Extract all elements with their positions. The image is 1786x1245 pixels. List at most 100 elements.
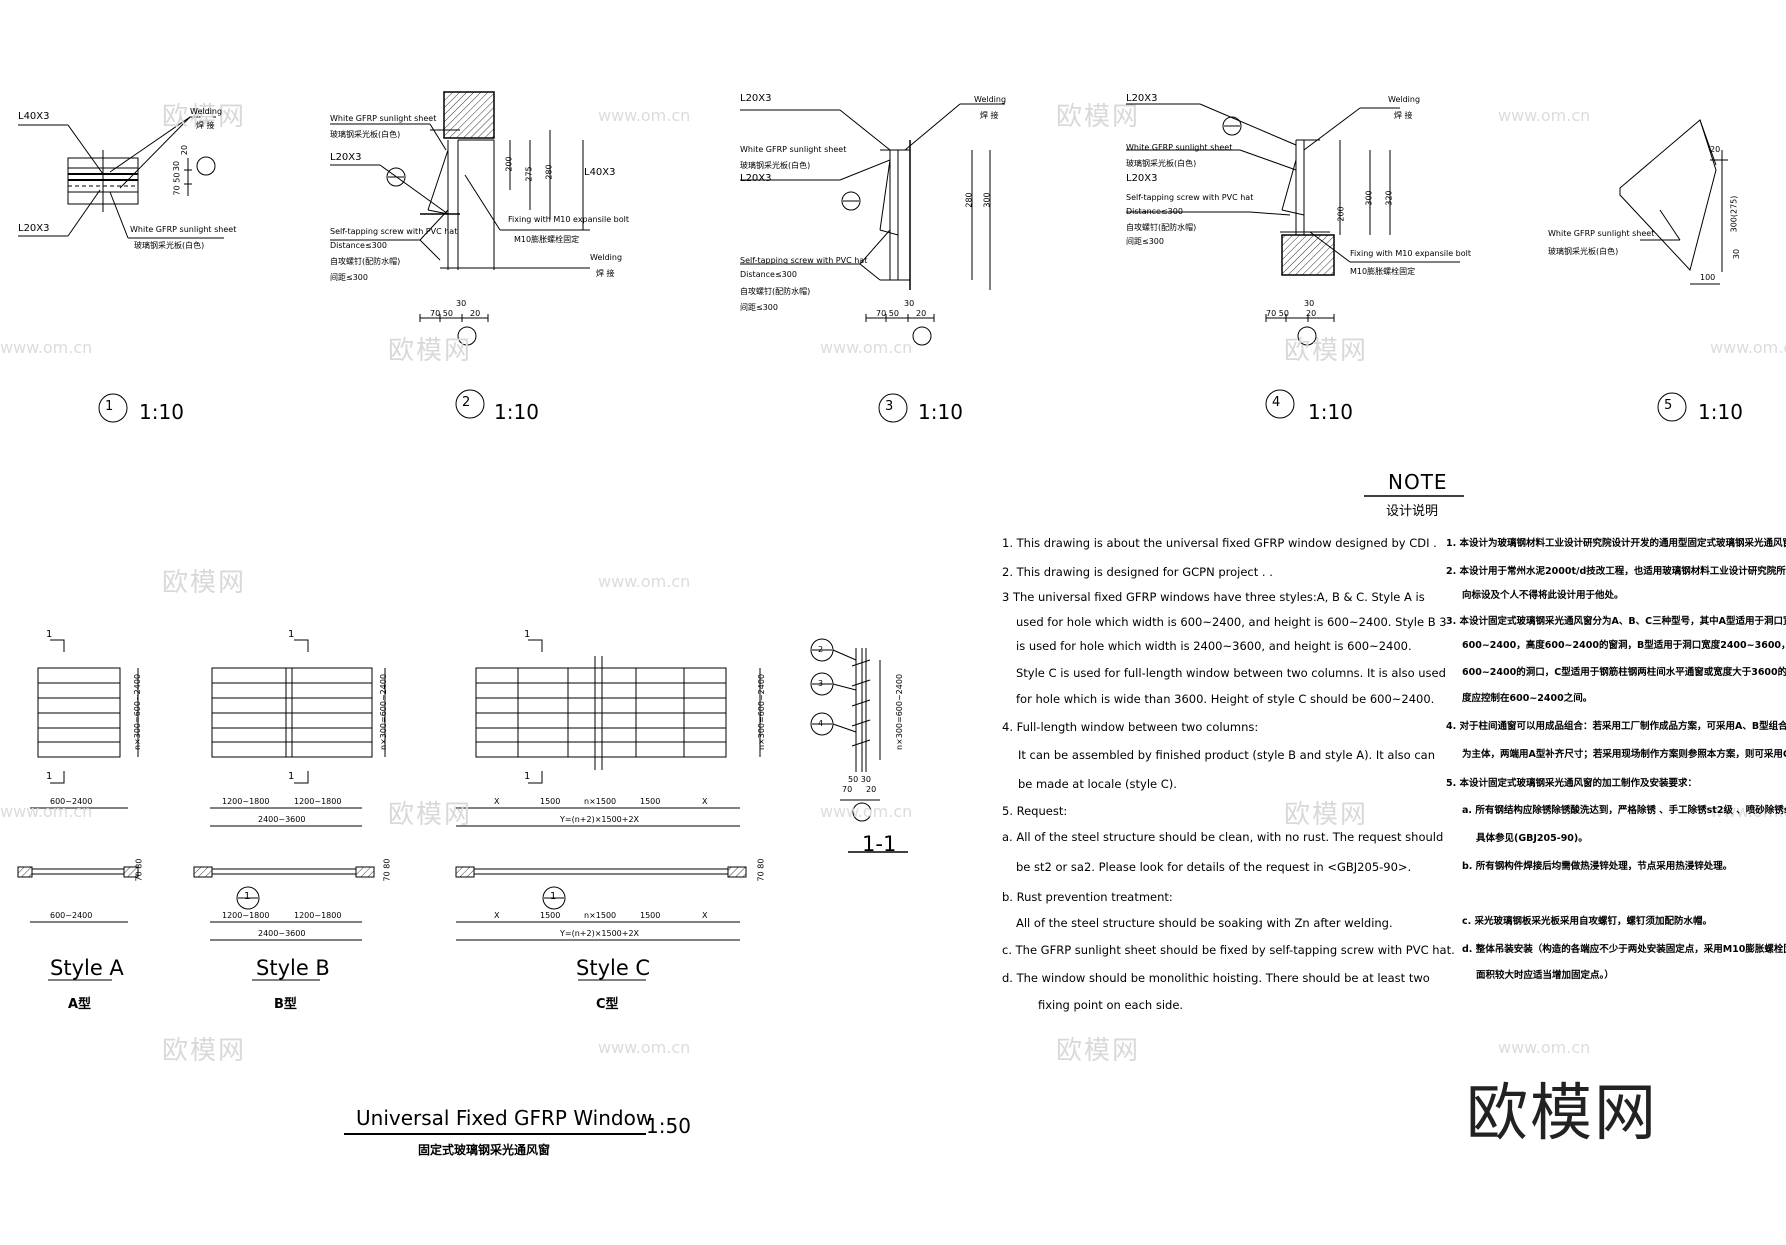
label-distance-cn: 间距≤300 [330,273,368,282]
watermark-brand: 欧模网 [1284,800,1369,830]
label-bolt-cn: M10膨胀螺栓固定 [514,235,580,244]
style-c-title: Style C [576,956,651,980]
label-distance-cn: 间距≤300 [1126,237,1164,246]
label-distance-cn: 间距≤300 [740,303,778,312]
label-bolt-cn: M10膨胀螺栓固定 [1350,267,1416,276]
style-b-title-cn: B型 [274,997,297,1012]
section-cut-mark: 1 [46,629,53,640]
dim-width: 600~2400 [50,797,93,806]
note-cn-line: 4. 对于柱间通窗可以用成品组合：若采用工厂制作成品方案，可采用A、B型组合，以… [1446,721,1786,732]
watermark-url: www.om.cn [820,338,913,357]
label-sheet: White GFRP sunlight sheet [1548,229,1655,238]
section-cut-mark: 1 [524,629,531,640]
label-screw: Self-tapping screw with PVC hat [1126,193,1254,202]
dim-v: 300 [1364,190,1374,206]
detail-1-scale: 1:10 [139,400,184,424]
detail-4-drawing [1126,103,1460,419]
dim-v: 70 50 [172,172,182,196]
label-distance: Distance≤300 [740,270,797,279]
watermark-brand: 欧模网 [162,568,247,598]
label-screw-cn: 自攻螺钉(配防水帽) [1126,223,1197,232]
section-cut-mark: 1 [288,629,295,640]
watermark-url: www.om.cn [0,802,93,821]
note-en-line: 2. This drawing is designed for GCPN pro… [1002,565,1273,579]
section-1-1-title: 1-1 [862,832,897,856]
note-cn-line: 向标设及个人不得将此设计用于他处。 [1462,590,1624,601]
label-sheet-cn: 玻璃钢采光板(白色) [330,130,401,139]
watermark-url: www.om.cn [1498,106,1591,125]
main-title: Universal Fixed GFRP Window [356,1106,653,1130]
label-welding: Welding [190,107,223,116]
watermark-url: www.om.cn [598,106,691,125]
section-cut-mark: 1 [550,891,557,902]
note-cn-line: 3. 本设计固定式玻璃钢采光通风窗分为A、B、C三种型号，其中A型适用于洞口宽度 [1446,616,1786,627]
watermark-brand: 欧模网 [1284,336,1369,366]
watermark-brand: 欧模网 [1056,102,1141,132]
note-en-line: be made at locale (style C). [1018,777,1177,791]
section-cut-mark: 1 [524,771,531,782]
watermark-url: www.om.cn [598,572,691,591]
dim-1500: 1500 [640,797,661,806]
label-sheet: White GFRP sunlight sheet [130,225,237,234]
dim-v: 200 [504,156,514,172]
label-angle-2: L20X3 [740,173,772,184]
dim-section: 70 80 [134,858,144,882]
label-angle-2: L20X3 [1126,173,1158,184]
label-bolt: Fixing with M10 expansile bolt [508,215,630,224]
watermark-url: www.om.cn [0,338,93,357]
note-en-line: All of the steel structure should be soa… [1016,916,1393,930]
style-c-drawing [455,639,761,981]
dim: 20 [1710,145,1721,154]
label-distance: Distance≤300 [330,241,387,250]
label-welding-cn: 焊 接 [196,121,215,130]
note-cn-line: d. 整体吊装安装（构造的各端应不少于两处安装固定点，采用M10膨胀螺栓固定，当… [1462,944,1786,955]
detail-4-number: 4 [1272,395,1281,410]
main-title-cn: 固定式玻璃钢采光通风窗 [418,1143,551,1157]
note-cn-line: 具体参见(GBJ205-90)。 [1476,833,1588,844]
note-en-line: is used for hole which width is 2400~360… [1016,639,1412,653]
note-en-line: used for hole which width is 600~2400, a… [1016,615,1447,629]
label-welding: Welding [590,253,623,262]
dim-section: 70 80 [382,858,392,882]
dim: 70 [842,785,853,794]
label-welding: Welding [974,95,1007,104]
detail-5-number: 5 [1664,398,1673,413]
note-en-line: It can be assembled by finished product … [1018,748,1436,762]
note-cn-line: 2. 本设计用于常州水泥2000t/d技改工程，也适用玻璃钢材料工业设计研究院所… [1446,566,1786,577]
dim-x: X [702,797,708,806]
dim: 50 30 [848,775,871,784]
dim-n1500: n×1500 [584,797,617,806]
dim: 30 [1732,248,1742,260]
watermark-url: www.om.cn [820,802,913,821]
style-b-title: Style B [256,956,330,980]
section-1-1-drawing [810,638,908,853]
dim-h: 30 [1304,299,1315,308]
note-en-line: be st2 or sa2. Please look for details o… [1016,860,1412,874]
label-bottom-angle: L20X3 [18,223,50,234]
watermark-url: www.om.cn [1710,802,1786,821]
dim-v: 30 [172,160,182,172]
dim-height: n×300=600~2400 [379,673,389,751]
dim: 300(275) [1729,195,1739,233]
dim-x: X [702,911,708,920]
watermark-url: www.om.cn [1498,1038,1591,1057]
watermark-brand: 欧模网 [388,800,473,830]
note-cn-line: a. 所有钢结构应除锈除锈酸洗达到，严格除锈 、手工除锈st2级 、喷砂除锈sa… [1462,805,1786,816]
detail-5-drawing [1619,119,1728,422]
brand-logo: 欧模网 [1466,1076,1659,1149]
label-screw: Self-tapping screw with PVC hat [330,227,458,236]
dim-total: Y=(n+2)×1500+2X [560,929,640,938]
detail-5-scale: 1:10 [1698,400,1743,424]
label-screw-cn: 自攻螺钉(配防水帽) [330,257,401,266]
note-en-line: 4. Full-length window between two column… [1002,720,1259,734]
dim-height: n×300=600~2400 [895,673,905,751]
callout-3: 3 [818,679,824,688]
dim-v: 275 [524,166,534,182]
main-scale: 1:50 [646,1114,691,1138]
dim-n1500: n×1500 [584,911,617,920]
detail-2-number: 2 [462,395,471,410]
label-bolt: Fixing with M10 expansile bolt [1350,249,1472,258]
label-sheet: White GFRP sunlight sheet [1126,143,1233,152]
label-sheet: White GFRP sunlight sheet [740,145,847,154]
